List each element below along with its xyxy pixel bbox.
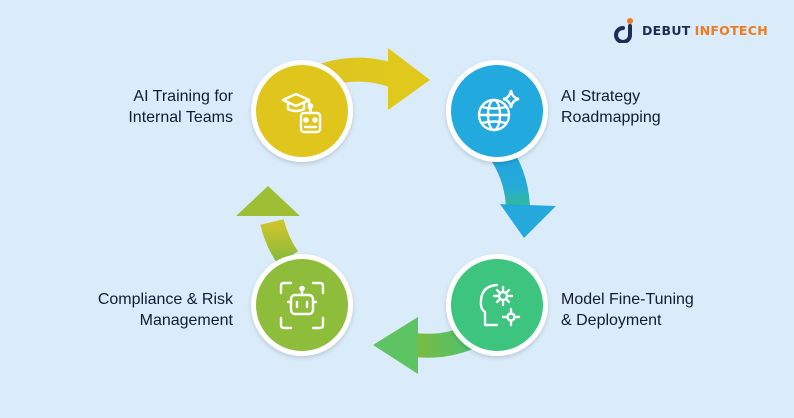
step-circle-compliance — [251, 254, 353, 356]
label-compliance-risk: Compliance & Risk Management — [98, 289, 233, 331]
brand-word-accent: INFOTECH — [694, 22, 769, 38]
label-model-finetuning-line2: & Deployment — [561, 312, 662, 329]
arc-left — [260, 218, 299, 265]
label-compliance-risk-line2: Management — [139, 312, 233, 329]
label-ai-strategy-line1: AI Strategy — [561, 88, 641, 105]
label-ai-training: AI Training for Internal Teams — [128, 86, 233, 128]
debut-logo-icon — [614, 18, 633, 43]
label-ai-training-line2: Internal Teams — [128, 109, 233, 126]
arrowhead-right — [500, 204, 556, 238]
step-circle-finetuning — [446, 254, 548, 356]
brand-word-primary: DEBUT — [642, 22, 691, 38]
arrowhead-bottom — [373, 317, 418, 374]
label-model-finetuning: Model Fine-Tuning & Deployment — [561, 289, 694, 331]
robot-scan-icon — [279, 281, 325, 330]
arrowhead-left — [236, 186, 300, 216]
step-circle-strategy — [446, 60, 548, 162]
arc-right — [491, 148, 531, 213]
graduation-robot-icon — [281, 92, 322, 134]
label-compliance-risk-line1: Compliance & Risk — [97, 291, 233, 308]
head-gear-icon — [479, 283, 521, 327]
label-ai-training-line1: AI Training for — [133, 88, 233, 105]
label-ai-strategy: AI Strategy Roadmapping — [561, 86, 661, 128]
globe-sparkle-icon — [477, 89, 520, 132]
label-ai-strategy-line2: Roadmapping — [561, 109, 661, 126]
label-model-finetuning-line1: Model Fine-Tuning — [561, 291, 694, 308]
arrowhead-top — [388, 48, 430, 110]
